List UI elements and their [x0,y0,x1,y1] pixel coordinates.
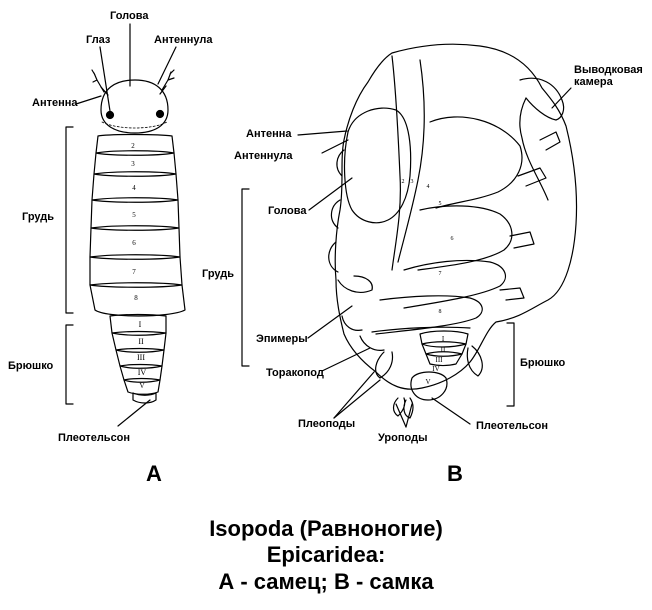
b-leader-pleopods-2 [334,372,374,418]
b-leg-right-3 [510,232,534,248]
a-label-antenna: Антенна [32,97,78,109]
b-thorax-number-7: 8 [439,309,442,315]
b-leader-brood-chamber [552,88,571,108]
b-thorax-number-4: 5 [439,201,442,207]
b-leg-right-1 [540,132,560,150]
a-label-antennule: Антеннула [154,34,212,46]
b-abdomen-bracket [507,323,514,406]
b-label-brood-chamber-text: Выводковая камера [574,64,644,88]
b-leader-antennule [322,140,348,153]
a-thorax-bracket [66,127,73,313]
b-leader-antenna [298,131,347,135]
b-label-abdomen: Брюшко [520,357,565,369]
b-thorax-seg-line-5 [404,260,505,308]
a-thorax-number-6: 7 [132,268,136,276]
caption-line-1: Isopoda (Равноногие) [0,516,652,542]
b-label-antenna: Антенна [246,128,292,140]
a-thorax-number-1: 2 [131,142,135,150]
b-leg-right-4 [500,288,524,300]
a-thorax-number-5: 6 [132,239,136,247]
b-label-epimeres: Эпимеры [256,333,308,345]
b-label-uropods: Уроподы [378,432,427,444]
a-label-pleotelson: Плеотельсон [58,432,130,444]
b-thorax-seg-line-1 [392,56,400,270]
a-abdomen-number-1: I [139,320,142,329]
b-thorax-seg-line-3 [430,117,522,208]
a-label-head: Голова [110,10,148,22]
b-thorax-number-2: 3 [411,179,414,185]
b-uropods [394,398,414,418]
b-label-antennule: Антеннула [234,150,292,162]
panel-letter-a: A [146,461,162,487]
b-abdomen-number-3: III [436,356,444,364]
b-label-thoracopod: Торакопод [266,367,324,379]
b-leader-head [309,178,352,210]
a-label-abdomen: Брюшко [8,360,53,372]
a-label-eye: Глаз [86,34,110,46]
b-epimere-3 [329,242,338,272]
a-thorax-number-4: 5 [132,211,136,219]
b-pleopod-right [467,346,482,376]
a-label-thorax: Грудь [22,211,54,223]
b-head [345,108,411,223]
a-abdomen-bracket [66,325,73,404]
b-label-pleopods: Плеоподы [298,418,355,430]
b-leader-thoracopod [322,348,370,371]
caption-line-3: А - самец; В - самка [0,569,652,595]
caption-line-2: Epicaridea: [0,542,652,568]
b-leader-pleotelson [432,398,470,424]
b-thorax-bracket [242,189,249,366]
a-abdomen-number-3: III [137,353,145,362]
a-leader-pleotelson [118,400,150,426]
a-abdomen-number-5: V [139,382,144,390]
b-leader-pleopods-1 [334,380,380,418]
a-thorax-number-2: 3 [131,160,135,168]
a-thorax-number-7: 8 [134,294,138,302]
b-body-outline [335,44,576,389]
a-abdomen-number-4: IV [138,368,147,377]
b-label-brood-chamber: Выводковая камера [574,64,644,88]
b-leader-epimeres [308,306,352,338]
b-abdomen-number-2: II [441,346,446,354]
a-leader-antenna [76,96,101,104]
b-label-thorax: Грудь [202,268,234,280]
a-head-suture [102,122,167,128]
b-label-pleotelson: Плеотельсон [476,420,548,432]
b-thoracopod-1 [360,336,384,350]
b-label-head: Голова [268,205,306,217]
b-brood-plate [520,78,564,120]
b-thorax-number-5: 6 [451,236,454,242]
b-epimere-5 [342,316,362,330]
a-eye-left [107,112,114,119]
b-thorax-number-3: 4 [427,184,430,190]
b-abdomen-number-5: V [425,378,430,386]
a-thorax-number-3: 4 [132,184,136,192]
b-leg-right-2 [518,168,546,186]
a-abdomen-number-2: II [138,337,144,346]
b-abdomen-number-4: IV [432,365,439,373]
panel-letter-b: B [447,461,463,487]
b-epimere-4 [338,276,372,292]
b-thorax-number-1: 2 [402,179,405,185]
a-eye-right [157,111,164,118]
b-thorax-number-6: 7 [439,271,442,277]
